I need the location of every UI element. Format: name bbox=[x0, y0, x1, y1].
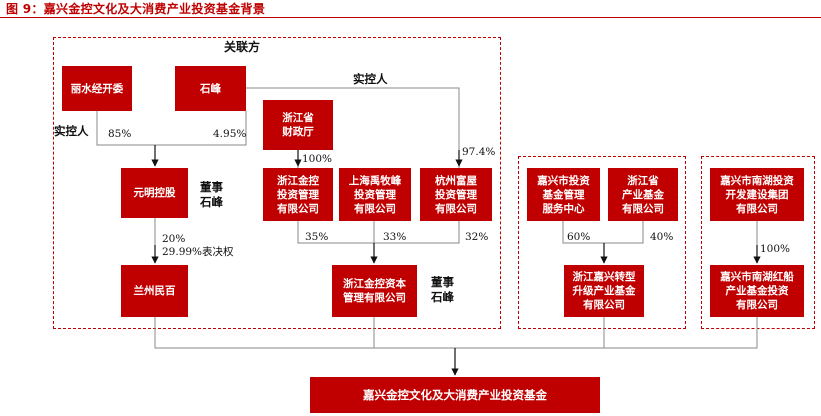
controller-top-label: 实控人 bbox=[353, 72, 388, 86]
lishui-shifeng-link bbox=[96, 111, 247, 146]
pct-100-fin-label: 100% bbox=[302, 153, 333, 165]
zj-industry-fund-box: 浙江省 产业基金 有限公司 bbox=[608, 168, 678, 221]
zj-jiaxing-fund-box: 浙江嘉兴转型 升级产业基金 有限公司 bbox=[564, 265, 644, 317]
related-party-group bbox=[53, 37, 501, 329]
pct-100-nanhu-label: 100% bbox=[760, 243, 791, 255]
director-2-label: 董事 石峰 bbox=[431, 275, 454, 304]
nanhu-group bbox=[701, 156, 815, 329]
yuanming-box: 元明控股 bbox=[121, 168, 188, 218]
pct-974-label: 97.4% bbox=[462, 146, 496, 158]
hz-fuwu-box: 杭州富屋 投资管理 有限公司 bbox=[420, 168, 492, 221]
shifeng-hzfuwu-link bbox=[246, 87, 460, 168]
title-rule bbox=[0, 17, 821, 18]
controller-left-label: 实控人 bbox=[54, 124, 89, 138]
pct-lanzhou-label: 20% 29.99%表决权 bbox=[162, 233, 234, 258]
related-party-label: 关联方 bbox=[224, 40, 261, 54]
target-fund-box: 嘉兴金控文化及大消费产业投资基金 bbox=[310, 377, 600, 413]
pct-33-label: 33% bbox=[383, 231, 407, 243]
pct-495-label: 4.95% bbox=[213, 128, 247, 140]
sh-yumufeng-box: 上海禹牧峰 投资管理 有限公司 bbox=[339, 168, 411, 221]
jx-nanhu-red-box: 嘉兴市南湖红船 产业基金投资 有限公司 bbox=[710, 265, 804, 317]
shifeng-box: 石峰 bbox=[175, 66, 246, 111]
zj-jinkong-inv-box: 浙江金控 投资管理 有限公司 bbox=[263, 168, 333, 221]
zj-jinkong-cap-box: 浙江金控资本 管理有限公司 bbox=[332, 265, 417, 317]
pct-40-label: 40% bbox=[650, 231, 674, 243]
figure-title: 图 9：嘉兴金控文化及大消费产业投资基金背景 bbox=[6, 2, 266, 16]
lishui-box: 丽水经开委 bbox=[62, 66, 132, 111]
director-1-label: 董事 石峰 bbox=[200, 180, 223, 209]
jx-service-box: 嘉兴市投资 基金管理 服务中心 bbox=[527, 168, 600, 221]
pct-35-label: 35% bbox=[305, 231, 329, 243]
jx-nanhu-dev-box: 嘉兴市南湖投资 开发建设集团 有限公司 bbox=[710, 168, 804, 221]
pct-85-label: 85% bbox=[108, 128, 132, 140]
lanzhou-box: 兰州民百 bbox=[121, 265, 188, 317]
pct-32-label: 32% bbox=[465, 231, 489, 243]
pct-60-label: 60% bbox=[567, 231, 591, 243]
jiaxing-transform-group bbox=[518, 156, 686, 329]
zj-finance-box: 浙江省 财政厅 bbox=[263, 100, 333, 150]
